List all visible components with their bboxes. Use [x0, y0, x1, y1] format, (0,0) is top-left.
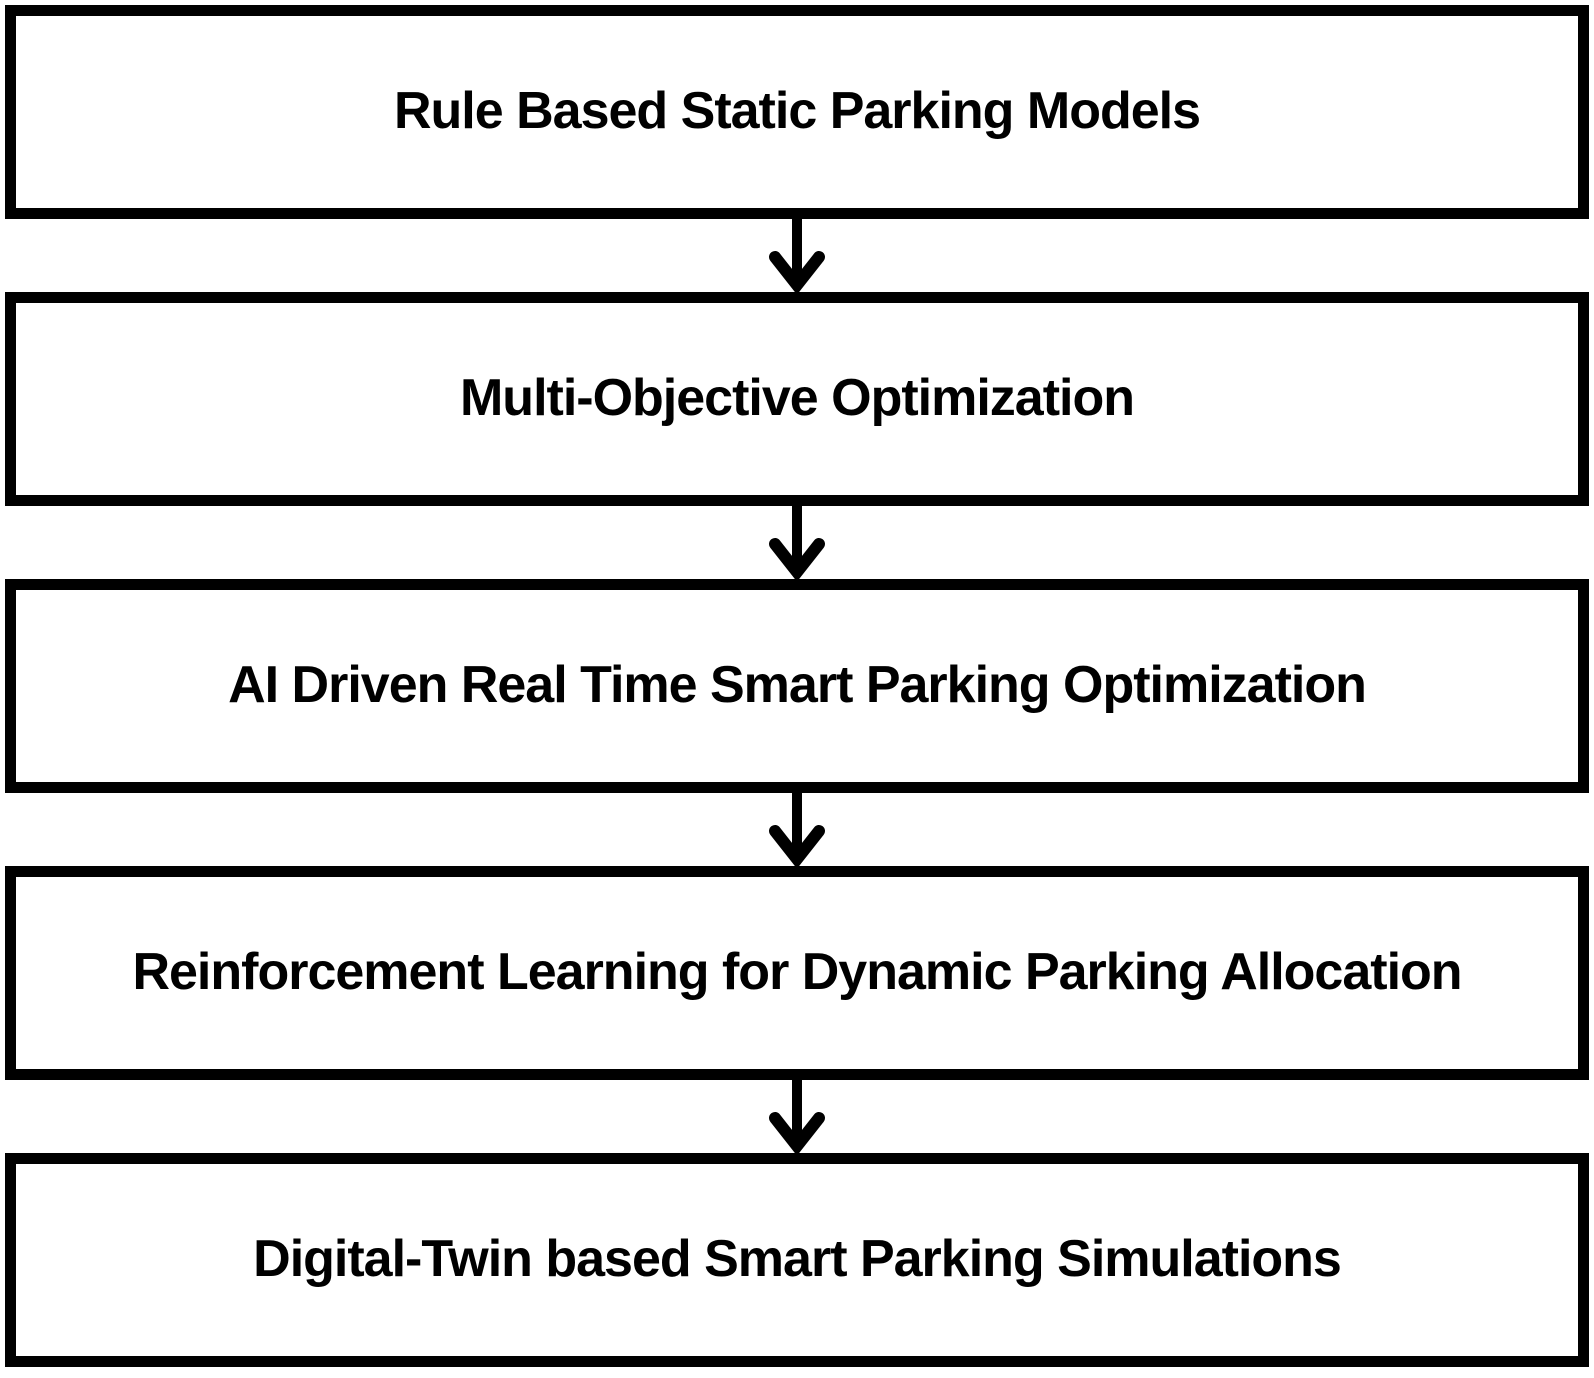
down-arrow-icon [769, 793, 825, 866]
flow-node-ai-driven-real-time-smart-parking-optimization: AI Driven Real Time Smart Parking Optimi… [5, 579, 1589, 793]
flow-node-label: Reinforcement Learning for Dynamic Parki… [132, 943, 1462, 1002]
flow-node-rule-based-static-parking-models: Rule Based Static Parking Models [5, 5, 1589, 219]
flow-node-label: Rule Based Static Parking Models [393, 82, 1201, 141]
connector-1 [5, 219, 1589, 292]
flow-node-digital-twin-based-smart-parking-simulations: Digital-Twin based Smart Parking Simulat… [5, 1153, 1589, 1367]
flow-node-label: AI Driven Real Time Smart Parking Optimi… [228, 656, 1367, 715]
down-arrow-icon [769, 506, 825, 579]
connector-3 [5, 793, 1589, 866]
connector-4 [5, 1080, 1589, 1153]
flow-node-multi-objective-optimization: Multi-Objective Optimization [5, 292, 1589, 506]
flow-node-label: Multi-Objective Optimization [459, 369, 1135, 428]
connector-2 [5, 506, 1589, 579]
flow-node-reinforcement-learning-for-dynamic-parking-allocation: Reinforcement Learning for Dynamic Parki… [5, 866, 1589, 1080]
down-arrow-icon [769, 219, 825, 292]
flow-node-label: Digital-Twin based Smart Parking Simulat… [253, 1230, 1342, 1289]
down-arrow-icon [769, 1080, 825, 1153]
